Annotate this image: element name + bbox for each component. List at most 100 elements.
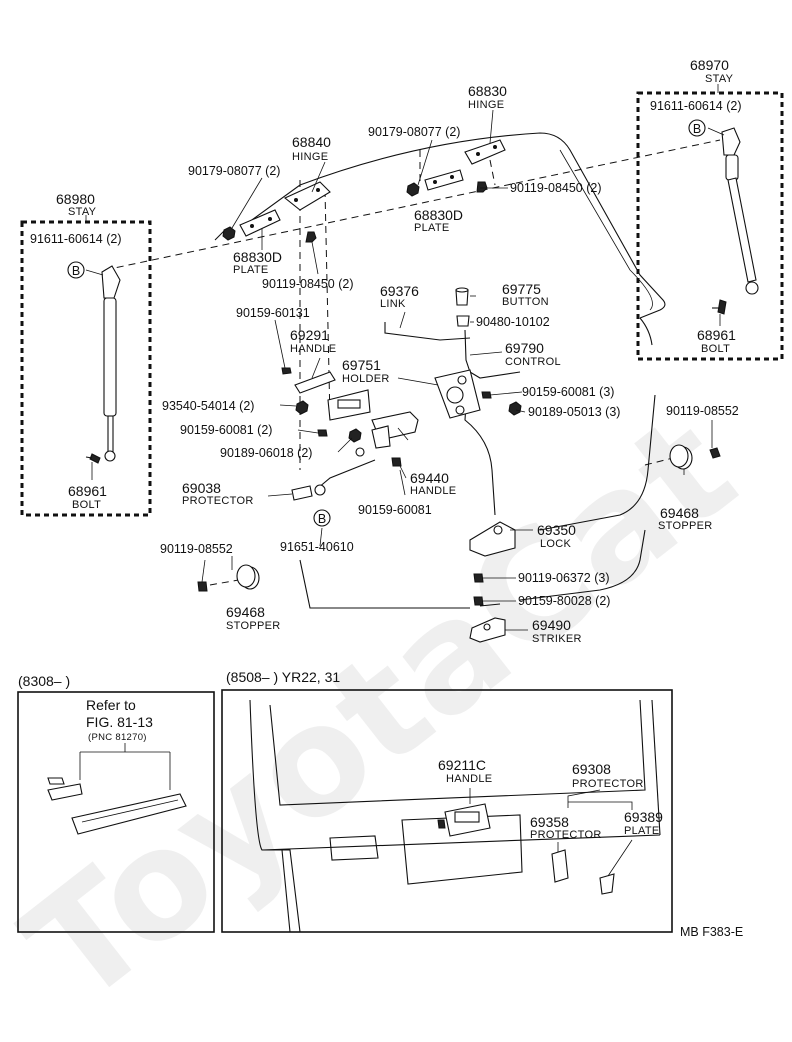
label-68830D-left-name: PLATE xyxy=(233,264,269,276)
handle-screw xyxy=(281,367,292,375)
label-69440-name: HANDLE xyxy=(410,485,456,497)
label-69376-name: LINK xyxy=(380,298,406,310)
label-69468-right-number: 69468 xyxy=(660,505,699,521)
label-68970-name: STAY xyxy=(705,73,734,85)
label-68830D-right-number: 68830D xyxy=(414,207,463,223)
right-gas-stay xyxy=(707,127,759,295)
inset-right-69211c-name: HANDLE xyxy=(446,773,492,785)
label-69291-name: HANDLE xyxy=(290,343,336,355)
label-68970-number: 68970 xyxy=(690,57,729,73)
label-90119-06372: 90119-06372 (3) xyxy=(518,571,610,585)
label-69790-number: 69790 xyxy=(505,340,544,356)
badge-b-left: B xyxy=(67,261,85,279)
badge-b-center: B xyxy=(313,509,331,527)
left-gas-stay xyxy=(85,265,121,462)
button-clip xyxy=(456,315,470,327)
reference-lines xyxy=(104,139,721,586)
label-69490-name: STRIKER xyxy=(532,633,582,645)
inset-right: (8508– ) YR22, 31 69211C HANDLE 69308 PR… xyxy=(221,669,673,933)
label-90179-left: 90179-08077 (2) xyxy=(188,164,280,178)
left-stopper xyxy=(236,564,260,590)
left-stay-dashed-box xyxy=(20,220,152,517)
lock-bolts xyxy=(473,573,484,606)
part-labels: 68970 STAY 91611-60614 (2) 68830 HINGE 9… xyxy=(30,57,742,645)
striker xyxy=(469,617,506,643)
label-69350-number: 69350 xyxy=(537,522,576,538)
button xyxy=(455,287,469,306)
inset-right-69358-name: PROTECTOR xyxy=(530,829,602,841)
label-90189-06018: 90189-06018 (2) xyxy=(220,446,312,460)
inset-right-69389-number: 69389 xyxy=(624,809,663,825)
link-rod xyxy=(384,322,471,341)
inset-right-69308-number: 69308 xyxy=(572,761,611,777)
label-68830D-left-number: 68830D xyxy=(233,249,282,265)
lock-assembly xyxy=(469,521,516,557)
label-68961-right-name: BOLT xyxy=(701,343,730,355)
badge-b-right: B xyxy=(688,119,706,137)
label-69350-name: LOCK xyxy=(540,538,572,550)
label-68961-left-name: BOLT xyxy=(72,499,101,511)
control-assembly xyxy=(434,369,481,419)
handle-69291 xyxy=(294,371,336,394)
label-68830-name: HINGE xyxy=(468,99,504,111)
right-stay-dashed-box xyxy=(636,91,784,361)
control-screws xyxy=(481,391,522,416)
badge-b-right-letter: B xyxy=(693,122,701,136)
label-90159-60131: 90159-60131 xyxy=(236,306,310,320)
label-69376-number: 69376 xyxy=(380,283,419,299)
label-93540: 93540-54014 (2) xyxy=(162,399,254,413)
label-68840-number: 68840 xyxy=(292,134,331,150)
label-90119-08552-left: 90119-08552 xyxy=(160,542,233,556)
inset-right-protector xyxy=(551,849,569,883)
label-90480: 90480-10102 xyxy=(476,315,550,329)
handle-69440-fasteners xyxy=(317,428,402,467)
label-90159-60081-3: 90159-60081 (3) xyxy=(522,385,614,399)
label-68961-right-number: 68961 xyxy=(697,327,736,343)
label-69775-number: 69775 xyxy=(502,281,541,297)
inset-left-pnc: (PNC 81270) xyxy=(88,732,147,743)
back-door-outline xyxy=(214,132,666,609)
inset-right-69389-name: PLATE xyxy=(624,825,660,837)
inset-right-69308-name: PROTECTOR xyxy=(572,778,644,790)
inset-left: (8308– ) Refer to FIG. 81-13 (PNC 81270) xyxy=(17,673,215,933)
inset-right-handle xyxy=(437,803,491,837)
label-69751-number: 69751 xyxy=(342,357,381,373)
badge-b-left-letter: B xyxy=(72,264,80,278)
inset-right-69211c-number: 69211C xyxy=(438,757,486,773)
label-69038-name: PROTECTOR xyxy=(182,495,254,507)
leader-lines xyxy=(91,109,721,631)
inset-right-plate xyxy=(599,873,615,895)
left-stopper-bolt xyxy=(197,581,208,592)
label-90159-80028: 90159-80028 (2) xyxy=(518,594,610,608)
inset-left-period: (8308– ) xyxy=(18,673,70,689)
label-90159-60081: 90159-60081 xyxy=(358,503,432,517)
label-69468-right-name: STOPPER xyxy=(658,520,712,532)
right-hinge-nut xyxy=(406,182,420,197)
inset-left-refer-line1: Refer to xyxy=(86,697,136,713)
label-68980-number: 68980 xyxy=(56,191,95,207)
label-69291-number: 69291 xyxy=(290,327,329,343)
left-stay-bolt xyxy=(85,453,101,464)
label-68840-name: HINGE xyxy=(292,151,328,163)
label-68980-name: STAY xyxy=(68,206,97,218)
label-69790-name: CONTROL xyxy=(505,356,561,368)
inset-right-period: (8508– ) YR22, 31 xyxy=(226,669,340,685)
inset-left-garnish xyxy=(71,793,187,835)
handle-69440 xyxy=(371,411,419,449)
holder xyxy=(327,389,371,421)
label-91651: 91651-40610 xyxy=(280,540,354,554)
inset-left-handle-key xyxy=(47,777,83,801)
label-90119-08552-right: 90119-08552 xyxy=(666,404,739,418)
label-69775-name: BUTTON xyxy=(502,296,549,308)
badge-b-center-letter: B xyxy=(318,512,326,526)
label-69490-number: 69490 xyxy=(532,617,571,633)
right-hinge-plate xyxy=(424,169,464,191)
label-90159-60081-2: 90159-60081 (2) xyxy=(180,423,272,437)
protector-69038 xyxy=(291,484,326,501)
footer-code: MB F383-E xyxy=(680,925,743,939)
label-69751-name: HOLDER xyxy=(342,373,390,385)
right-hinge-bolt xyxy=(476,181,488,193)
right-stay-bolt xyxy=(712,299,727,315)
cable xyxy=(317,447,376,489)
